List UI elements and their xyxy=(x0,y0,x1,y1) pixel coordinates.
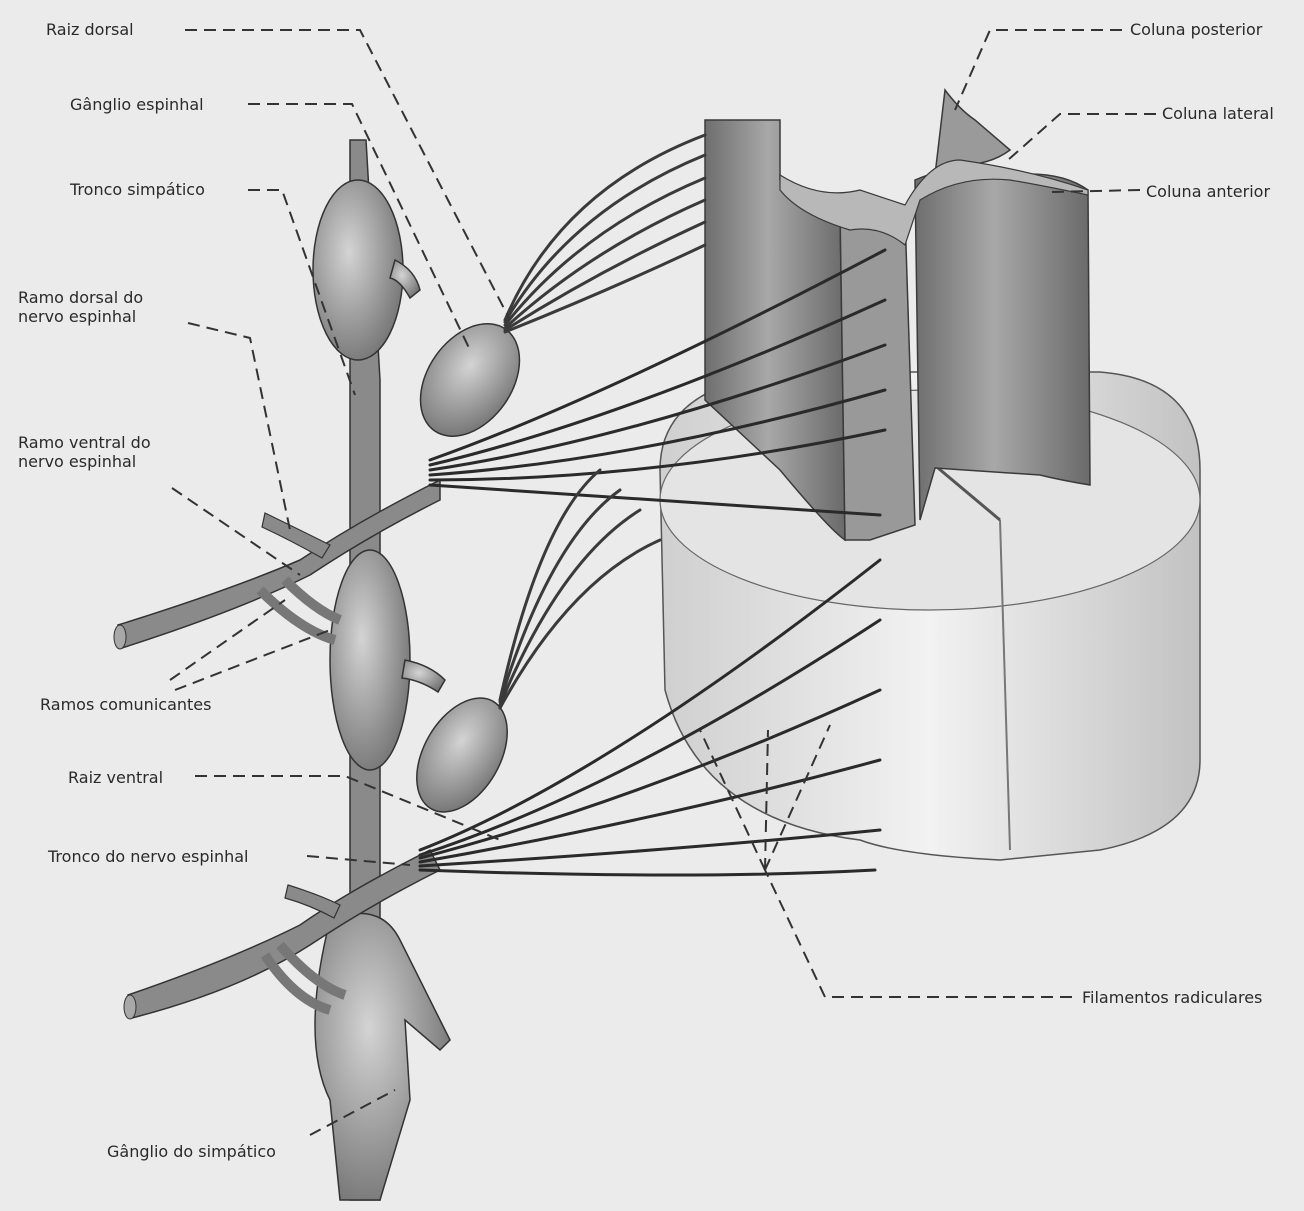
leader-ramos-comunicantes-2 xyxy=(175,630,330,690)
upper-dorsal-rootlet-6 xyxy=(505,245,705,332)
sympathetic-ganglion-lower xyxy=(315,913,450,1200)
lower-dorsal-rootlet-1 xyxy=(500,470,600,700)
label-coluna-lateral: Coluna lateral xyxy=(1162,104,1274,123)
sympathetic-trunk xyxy=(313,140,450,1200)
label-ramo-ventral: Ramo ventral do nervo espinhal xyxy=(18,433,188,471)
upper-spinal-nerve-end xyxy=(114,625,126,649)
lower-spinal-nerve-end xyxy=(124,995,136,1019)
sympathetic-ganglion-upper xyxy=(313,180,403,360)
label-coluna-posterior: Coluna posterior xyxy=(1130,20,1262,39)
label-raiz-dorsal: Raiz dorsal xyxy=(46,20,134,39)
upper-dorsal-ramus xyxy=(262,513,330,558)
label-filamentos-radiculares: Filamentos radiculares xyxy=(1082,988,1262,1007)
label-ganglio-espinhal: Gânglio espinhal xyxy=(70,95,204,114)
label-raiz-ventral: Raiz ventral xyxy=(68,768,163,787)
leader-ramo-dorsal xyxy=(188,323,290,530)
label-tronco-nervo: Tronco do nervo espinhal xyxy=(48,847,249,866)
label-coluna-anterior: Coluna anterior xyxy=(1146,182,1270,201)
gray-column-right xyxy=(915,169,1090,520)
spinal-ganglia xyxy=(398,305,540,828)
label-ganglio-simpatico: Gânglio do simpático xyxy=(107,1142,276,1161)
leader-coluna-lateral xyxy=(1008,114,1156,160)
label-ramo-dorsal: Ramo dorsal do nervo espinhal xyxy=(18,288,188,326)
upper-dorsal-rootlet-2 xyxy=(505,155,705,322)
lower-dorsal-ramus xyxy=(285,885,340,918)
lower-ventral-rootlet-6 xyxy=(420,870,875,875)
label-tronco-simpatico: Tronco simpático xyxy=(70,180,205,199)
label-ramos-comunicantes: Ramos comunicantes xyxy=(40,695,211,714)
sympathetic-ganglion-middle xyxy=(330,550,410,770)
leader-coluna-posterior xyxy=(955,30,1122,110)
spinal-cord xyxy=(660,90,1200,860)
